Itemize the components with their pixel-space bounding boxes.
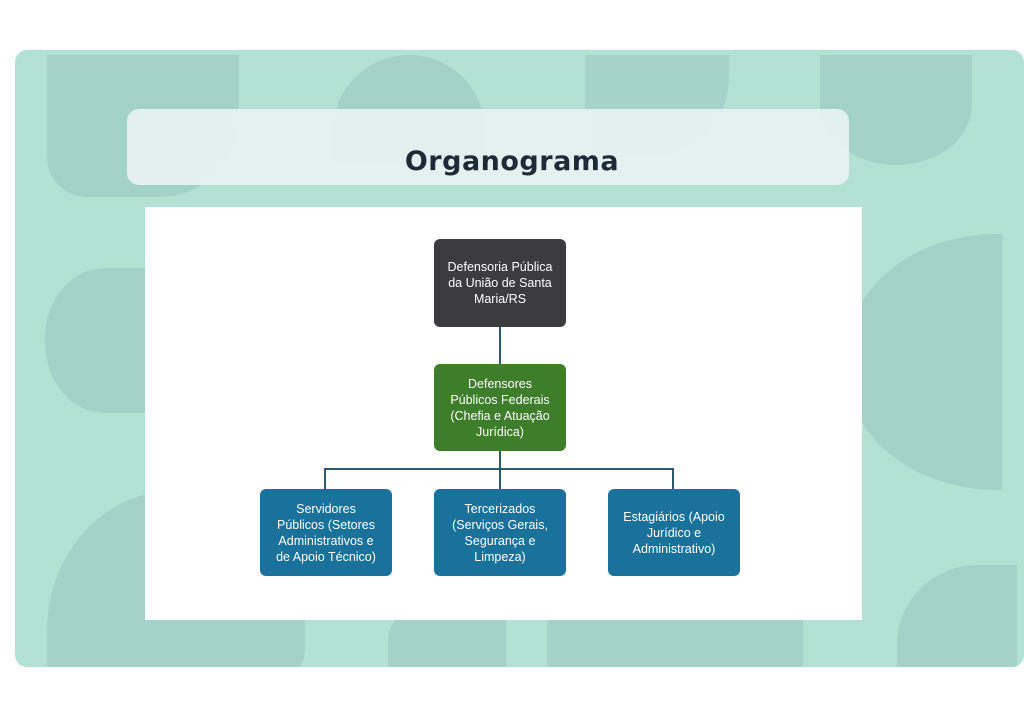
page-title: Organograma: [404, 146, 620, 177]
connector-horizontal: [324, 468, 674, 470]
decorative-shape: [847, 234, 1002, 490]
connector-root-middle: [499, 326, 501, 364]
node-defensores: Defensores Públicos Federais (Chefia e A…: [434, 364, 566, 451]
node-estagiarios: Estagiários (Apoio Jurídico e Administra…: [608, 489, 740, 576]
connector-child-3: [672, 468, 674, 489]
node-servidores: Servidores Públicos (Setores Administrat…: [260, 489, 392, 576]
connector-child-1: [324, 468, 326, 489]
node-tercerizados: Tercerizados (Serviços Gerais, Segurança…: [434, 489, 566, 576]
title-banner: [127, 109, 849, 185]
decorative-shape: [897, 565, 1017, 667]
org-chart: Defensoria Pública da União de Santa Mar…: [145, 207, 862, 620]
node-root: Defensoria Pública da União de Santa Mar…: [434, 239, 566, 327]
